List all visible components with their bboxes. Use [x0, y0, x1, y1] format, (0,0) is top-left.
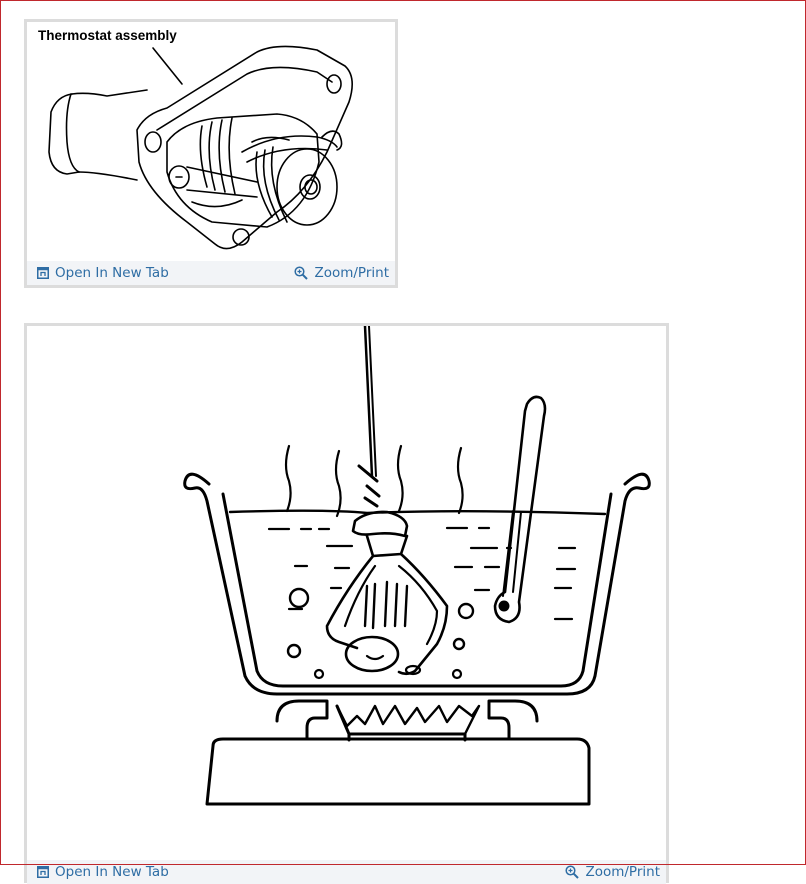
open-in-new-tab-link[interactable]: Open In New Tab	[37, 265, 169, 281]
figure-thermostat-test: Open In New Tab Zoom/Print	[24, 323, 669, 884]
open-in-new-tab-label: Open In New Tab	[55, 864, 169, 880]
thermostat-test-image	[27, 326, 666, 860]
open-in-new-tab-icon	[37, 866, 49, 878]
figure-label: Thermostat assembly	[38, 28, 177, 43]
zoom-print-label: Zoom/Print	[314, 265, 389, 281]
open-in-new-tab-link[interactable]: Open In New Tab	[37, 864, 169, 880]
zoom-print-link[interactable]: Zoom/Print	[294, 265, 389, 281]
open-in-new-tab-icon	[37, 267, 49, 279]
figure-caption-bar: Open In New Tab Zoom/Print	[27, 261, 395, 285]
zoom-in-icon	[565, 865, 580, 879]
figure-thermostat-assembly: Thermostat assembly Open In New Tab Zoom…	[24, 19, 398, 288]
figure-caption-bar: Open In New Tab Zoom/Print	[27, 860, 666, 884]
open-in-new-tab-label: Open In New Tab	[55, 265, 169, 281]
zoom-print-label: Zoom/Print	[585, 864, 660, 880]
zoom-in-icon	[294, 266, 309, 280]
thermostat-assembly-image: Thermostat assembly	[27, 22, 395, 264]
zoom-print-link[interactable]: Zoom/Print	[565, 864, 660, 880]
